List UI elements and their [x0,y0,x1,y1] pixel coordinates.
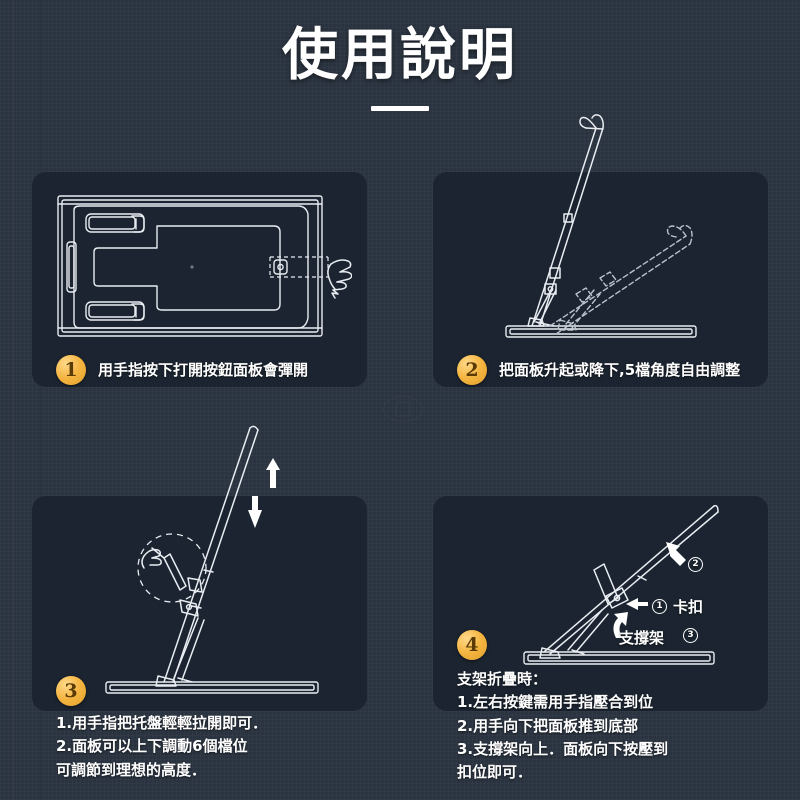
callout-label-support: 支撐架 [619,629,665,647]
caption-line: 可調節到理想的高度． [56,760,207,779]
step-caption-1: 1 用手指按下打開按鈕面板會彈開 [56,355,308,385]
caption-line: 1.用手指把托盤輕輕拉開即可． [56,714,268,732]
caption-line: 2.面板可以上下調動6個檔位 [56,737,248,756]
caption-line: 2.用手向下把面板推到底部 [457,716,639,735]
callout-marker-1: 1 [652,599,667,614]
step-caption-lines-4: 支架折疊時： 1.左右按鍵需用手指壓合到位 2.用手向下把面板推到底部 3.支撐架向上… [457,668,668,784]
step-badge-3: 3 [56,676,86,706]
step-badge-2: 2 [457,355,487,385]
step-caption-text-2: 把面板升起或降下,5檔角度自由調整 [499,361,741,379]
step-caption-lines-3: 1.用手指把托盤輕輕拉開即可． 2.面板可以上下調動6個檔位可調節到理想的高度． [56,712,267,782]
watermark-logo [383,396,423,422]
callout-label-latch: 卡扣 [673,598,704,616]
step-caption-text-1: 用手指按下打開按鈕面板會彈開 [98,361,309,379]
step-caption-4: 4 支架折疊時： 1.左右按鍵需用手指壓合到位 2.用手向下把面板推到底部 3.支撐架… [457,630,668,784]
callout-support: 支撐架 [619,627,664,648]
step-caption-2: 2 把面板升起或降下,5檔角度自由調整 [457,355,740,385]
caption-line: 3.支撐架向上．面板向下按壓到 [457,739,669,758]
caption-line: 1.左右按鍵需用手指壓合到位 [457,693,654,712]
page-header: 使用說明 [0,0,800,150]
page-title: 使用說明 [282,23,518,88]
caption-line: 扣位即可． [457,763,533,781]
callout-marker-2: 2 [688,557,703,572]
callout-latch: 1 卡扣 [652,596,703,617]
step-badge-1: 1 [56,355,86,385]
caption-line: 支架折疊時： [457,670,548,688]
arrow-up-icon [266,458,280,488]
callout-marker-3: 3 [683,628,698,643]
title-divider [371,106,429,111]
step-caption-3: 3 1.用手指把托盤輕輕拉開即可． 2.面板可以上下調動6個檔位可調節到理想的高度… [56,676,267,782]
step-badge-4: 4 [457,630,487,660]
callout-push: 2 [688,557,703,572]
callout-support-marker: 3 [683,628,698,643]
